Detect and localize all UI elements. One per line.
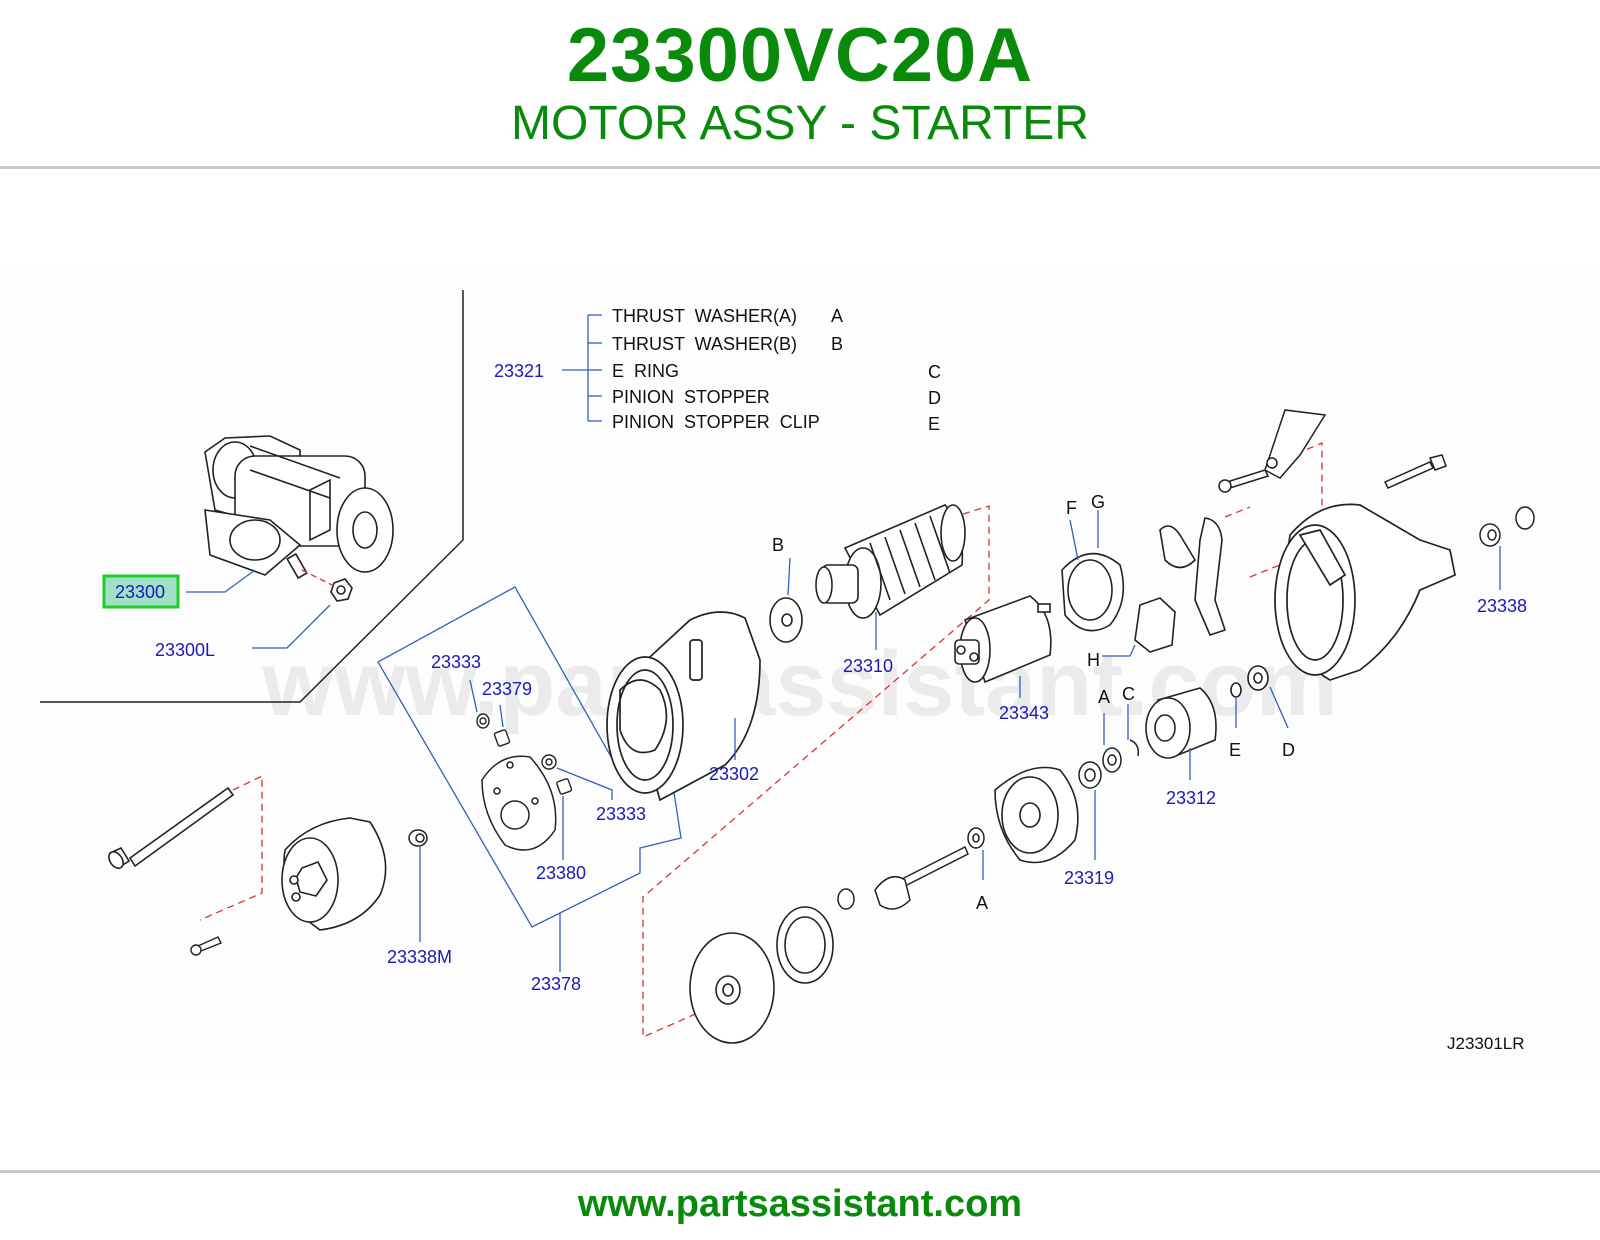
- legend-item-code: E: [928, 414, 940, 434]
- leader-lines: [186, 510, 1501, 972]
- legend-item-code: C: [928, 362, 941, 382]
- callout-letter-a: A: [1098, 687, 1110, 707]
- callout-letter-g: G: [1091, 492, 1105, 512]
- callout-letter-d: D: [1282, 740, 1295, 760]
- callout-letter-e: E: [1229, 740, 1241, 760]
- callout-23319[interactable]: 23319: [1064, 868, 1114, 888]
- callout-23302[interactable]: 23302: [709, 764, 759, 784]
- callout-23380[interactable]: 23380: [536, 863, 586, 883]
- center-bracket-illustration: [994, 766, 1079, 864]
- thrust-washer-a-illustration: [1078, 739, 1140, 789]
- diagram-svg: www.partsassistant.com 23321 THRUST WASH…: [0, 268, 1600, 1078]
- starter-nut-icon: [330, 578, 353, 602]
- legend-group-ref[interactable]: 23321: [494, 361, 544, 381]
- callout-letter-h: H: [1087, 650, 1100, 670]
- small-screw-illustration: [190, 936, 222, 956]
- footer-divider: [0, 1170, 1600, 1173]
- through-bolt-illustration: [108, 786, 235, 870]
- legend-item-code: A: [831, 306, 843, 326]
- legend-item-name: PINION STOPPER: [612, 387, 770, 407]
- pinion-clutch-illustration: [1145, 665, 1269, 759]
- mounting-bracket-illustration: [1218, 409, 1327, 493]
- diagram-code: J23301LR: [1447, 1034, 1525, 1053]
- solenoid-illustration: [954, 595, 1052, 684]
- nut-dashed-line: [301, 569, 335, 587]
- legend-item-name: E RING: [612, 361, 679, 381]
- header-divider: [0, 166, 1600, 169]
- shift-lever-illustration: [1159, 517, 1227, 636]
- front-bushing-illustration: [1479, 506, 1535, 547]
- rear-cover-illustration: [281, 817, 387, 931]
- frame-f-g-illustration: [1061, 552, 1125, 632]
- part-h-block-illustration: [1134, 597, 1176, 653]
- yoke-illustration: [606, 611, 761, 802]
- selected-part-highlight: [102, 574, 180, 609]
- top-bolt-illustration: [1383, 454, 1447, 489]
- callout-23312[interactable]: 23312: [1166, 788, 1216, 808]
- legend-item-code: D: [928, 388, 941, 408]
- callout-23378[interactable]: 23378: [531, 974, 581, 994]
- pinion-shaft-illustration: [837, 827, 985, 910]
- brush-holder-group-outline: [377, 586, 682, 928]
- callout-letter-f: F: [1066, 498, 1077, 518]
- page-header: 23300VC20A MOTOR ASSY - STARTER: [0, 0, 1600, 168]
- thrust-washer-b-illustration: [769, 597, 803, 643]
- gear-housing-illustration: [1274, 503, 1456, 681]
- callout-23343[interactable]: 23343: [999, 703, 1049, 723]
- legend-bracket: [562, 314, 602, 422]
- callout-23300l[interactable]: 23300L: [155, 640, 215, 660]
- legend-item-name: THRUST WASHER(A): [612, 306, 797, 326]
- callout-23379[interactable]: 23379: [482, 679, 532, 699]
- brush-spring-icon: [476, 713, 573, 795]
- callout-23300[interactable]: 23300: [115, 582, 165, 602]
- callout-23338[interactable]: 23338: [1477, 596, 1527, 616]
- exploded-parts-diagram: www.partsassistant.com 23321 THRUST WASH…: [0, 172, 1600, 1166]
- assembled-starter-illustration: [204, 435, 394, 580]
- callout-letter-c: C: [1122, 684, 1135, 704]
- inset-frame: [40, 290, 464, 703]
- footer-url[interactable]: www.partsassistant.com: [577, 1183, 1023, 1225]
- legend-item-name: THRUST WASHER(B): [612, 334, 797, 354]
- callout-23338m[interactable]: 23338M: [387, 947, 452, 967]
- brush-holder-plate-illustration: [481, 755, 557, 851]
- callout-23333[interactable]: 23333: [431, 652, 481, 672]
- legend-item-name: PINION STOPPER CLIP: [612, 412, 820, 432]
- callout-23310[interactable]: 23310: [843, 656, 893, 676]
- planetary-gear-illustration: [689, 906, 834, 1044]
- callout-letter-b: B: [772, 535, 784, 555]
- rear-bushing-illustration: [408, 829, 428, 847]
- legend-item-code: B: [831, 334, 843, 354]
- part-number-title: 23300VC20A: [566, 13, 1034, 98]
- armature-illustration: [815, 504, 966, 619]
- part-name-subtitle: MOTOR ASSY - STARTER: [511, 97, 1089, 150]
- callout-23333[interactable]: 23333: [596, 804, 646, 824]
- callout-letter-a: A: [976, 893, 988, 913]
